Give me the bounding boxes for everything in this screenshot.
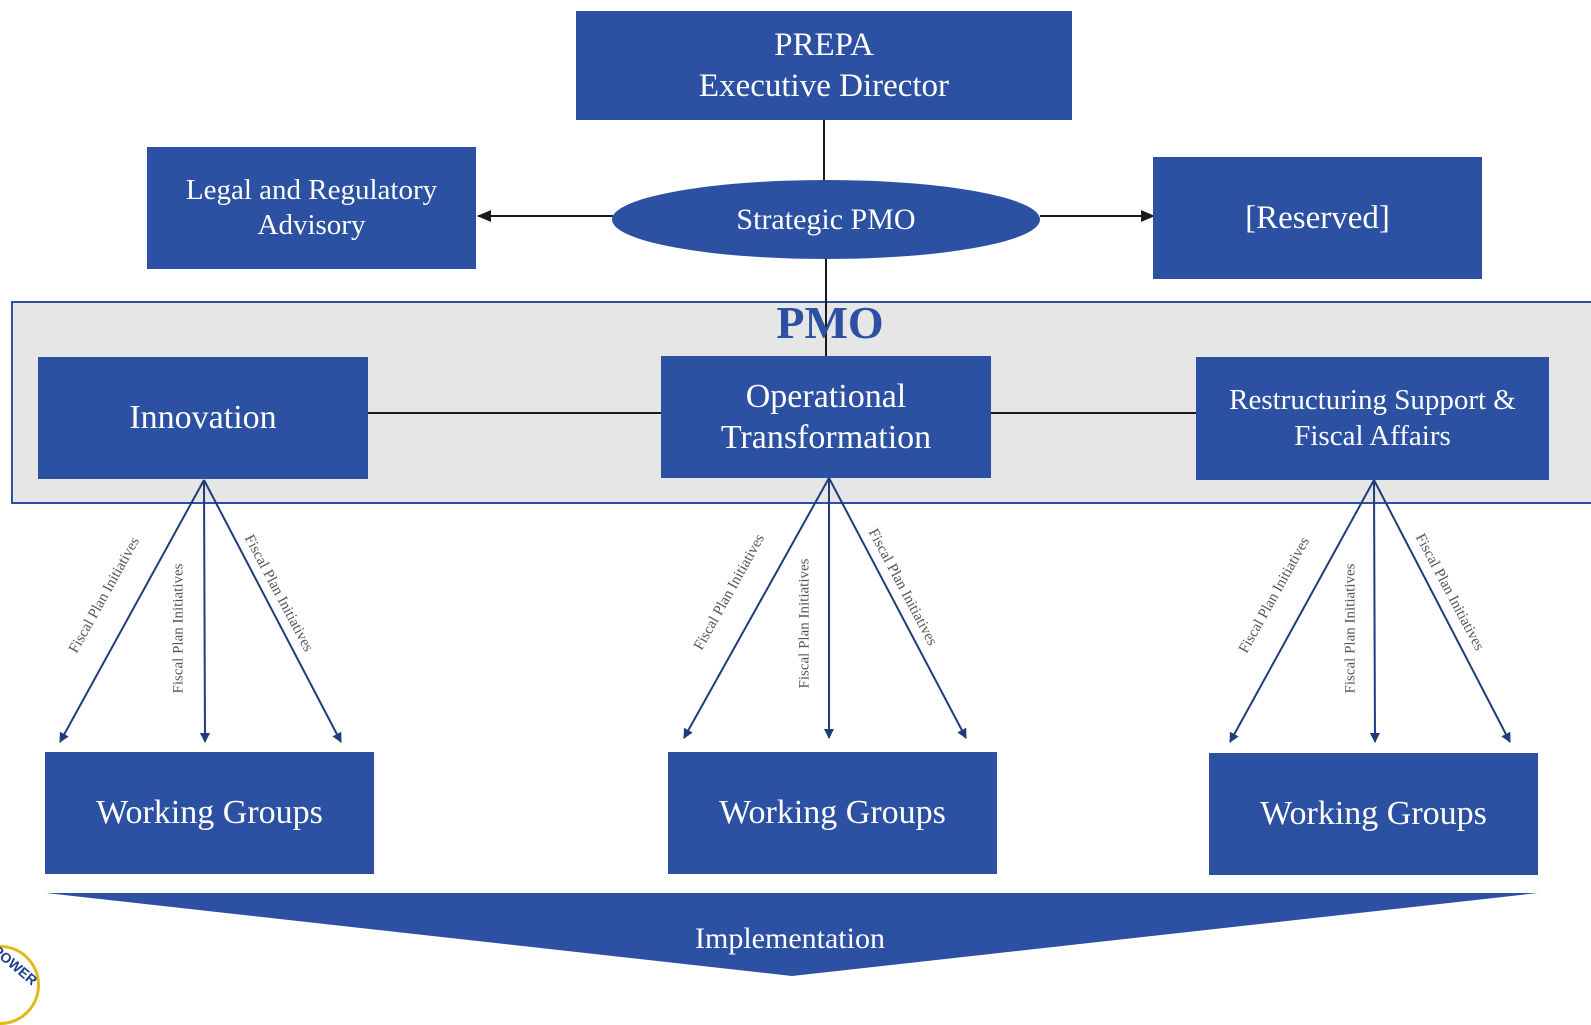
fan-arrow (199, 479, 210, 743)
innovation-label: Innovation (129, 399, 277, 437)
implementation-chevron (46, 893, 1538, 976)
working-groups-box: Working Groups (45, 752, 374, 874)
fan-arrow (203, 479, 342, 743)
ops-line2: Transformation (720, 419, 932, 456)
restr-line1: Restructuring Support & (1229, 384, 1516, 417)
pmo-title: PMO (776, 297, 884, 348)
restr-line2: Fiscal Affairs (1294, 419, 1451, 452)
strategic-pmo-label: Strategic PMO (736, 202, 916, 236)
implementation-label: Implementation (695, 922, 885, 955)
innovation-box: Innovation (38, 357, 368, 479)
working-groups-label: Working Groups (1260, 795, 1487, 833)
legal-line1: Legal and Regulatory (185, 173, 438, 206)
fan-arrow (828, 477, 967, 739)
legal-line2: Advisory (257, 209, 366, 241)
strategic-pmo-ellipse: Strategic PMO (612, 180, 1040, 259)
operational-transformation-box: Operational Transformation (661, 356, 991, 478)
reserved-label: [Reserved] (1245, 199, 1390, 236)
fiscal-plan-label: Fiscal Plan Initiatives (170, 563, 187, 694)
fiscal-plan-label: Fiscal Plan Initiatives (1342, 563, 1359, 694)
fan-arrow (1373, 479, 1511, 743)
reserved-box: [Reserved] (1153, 157, 1482, 279)
executive-director-title: Executive Director (698, 67, 950, 104)
working-groups-box: Working Groups (1209, 753, 1538, 875)
fan-arrow (59, 479, 205, 743)
restructuring-fiscal-box: Restructuring Support & Fiscal Affairs (1196, 357, 1549, 480)
working-groups-label: Working Groups (96, 794, 323, 832)
working-groups-label: Working Groups (719, 794, 946, 832)
connectors (46, 120, 1538, 976)
executive-director-org: PREPA (774, 27, 874, 64)
fan-arrow (683, 477, 830, 739)
fiscal-plan-label: Fiscal Plan Initiatives (796, 558, 813, 689)
ops-line1: Operational (745, 377, 907, 415)
fan-arrow (1229, 479, 1375, 743)
legal-regulatory-box: Legal and Regulatory Advisory (147, 147, 476, 269)
working-groups-box: Working Groups (668, 752, 997, 874)
executive-director-box: PREPA Executive Director (576, 11, 1072, 120)
fan-arrow (1369, 479, 1380, 743)
